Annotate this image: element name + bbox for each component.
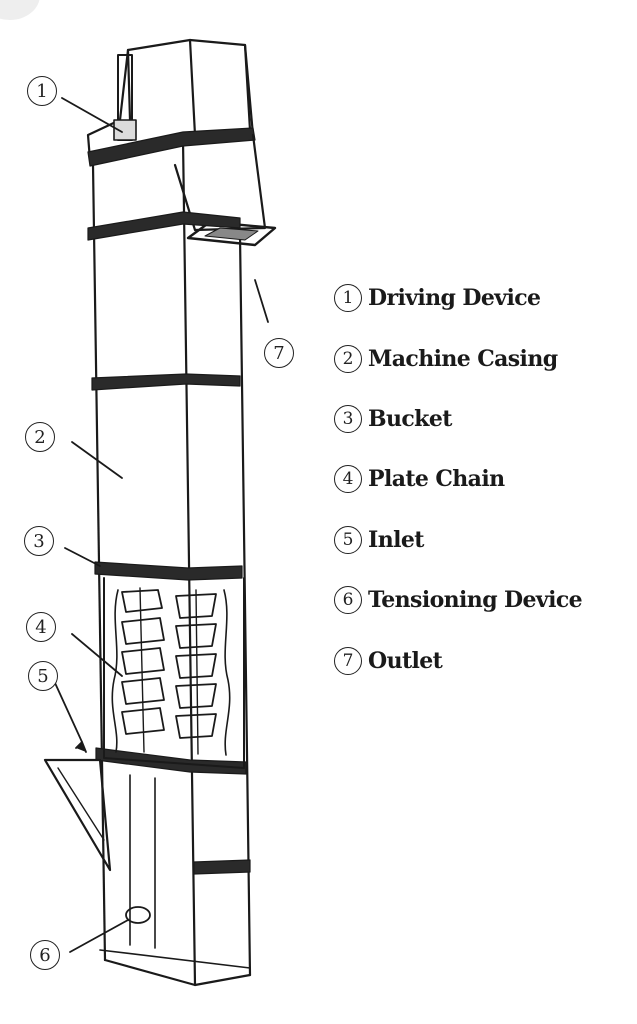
legend: 1 Driving Device 2 Machine Casing 3 Buck… xyxy=(334,268,634,691)
legend-label: Plate Chain xyxy=(368,466,505,493)
bucket-right xyxy=(175,593,217,739)
driving-device xyxy=(113,54,137,141)
outlet-chute xyxy=(173,133,277,247)
legend-number: 2 xyxy=(334,344,362,373)
legend-item-machine-casing: 2 Machine Casing xyxy=(334,328,634,388)
legend-label: Tensioning Device xyxy=(368,587,583,614)
machine-casing xyxy=(91,138,252,987)
legend-label: Bucket xyxy=(368,405,452,432)
callout-5: 5 xyxy=(28,661,58,691)
legend-number: 7 xyxy=(334,646,362,675)
inlet-hopper xyxy=(43,758,112,872)
legend-number: 4 xyxy=(334,465,362,494)
bucket-left xyxy=(121,589,165,735)
legend-label: Outlet xyxy=(368,647,443,674)
legend-item-outlet: 7 Outlet xyxy=(334,630,634,690)
legend-number: 5 xyxy=(334,525,362,554)
legend-number: 3 xyxy=(334,404,362,433)
legend-item-plate-chain: 4 Plate Chain xyxy=(334,449,634,509)
tensioning-device xyxy=(125,774,156,949)
callout-3: 3 xyxy=(24,526,54,556)
legend-item-tensioning-device: 6 Tensioning Device xyxy=(334,570,634,630)
bucket-window xyxy=(103,577,245,769)
head-section xyxy=(86,38,256,167)
legend-item-driving-device: 1 Driving Device xyxy=(334,268,634,328)
casing-flanges xyxy=(87,211,251,875)
callout-4: 4 xyxy=(26,612,56,642)
legend-item-inlet: 5 Inlet xyxy=(334,510,634,570)
legend-label: Driving Device xyxy=(368,285,541,312)
legend-number: 6 xyxy=(334,586,362,615)
callout-2: 2 xyxy=(25,422,55,452)
legend-number: 1 xyxy=(334,284,362,313)
legend-item-bucket: 3 Bucket xyxy=(334,389,634,449)
callout-6: 6 xyxy=(30,940,60,970)
callout-1: 1 xyxy=(27,76,57,106)
legend-label: Machine Casing xyxy=(368,345,558,372)
callout-7: 7 xyxy=(264,338,294,368)
plate-chain xyxy=(139,587,199,755)
legend-label: Inlet xyxy=(368,526,424,553)
